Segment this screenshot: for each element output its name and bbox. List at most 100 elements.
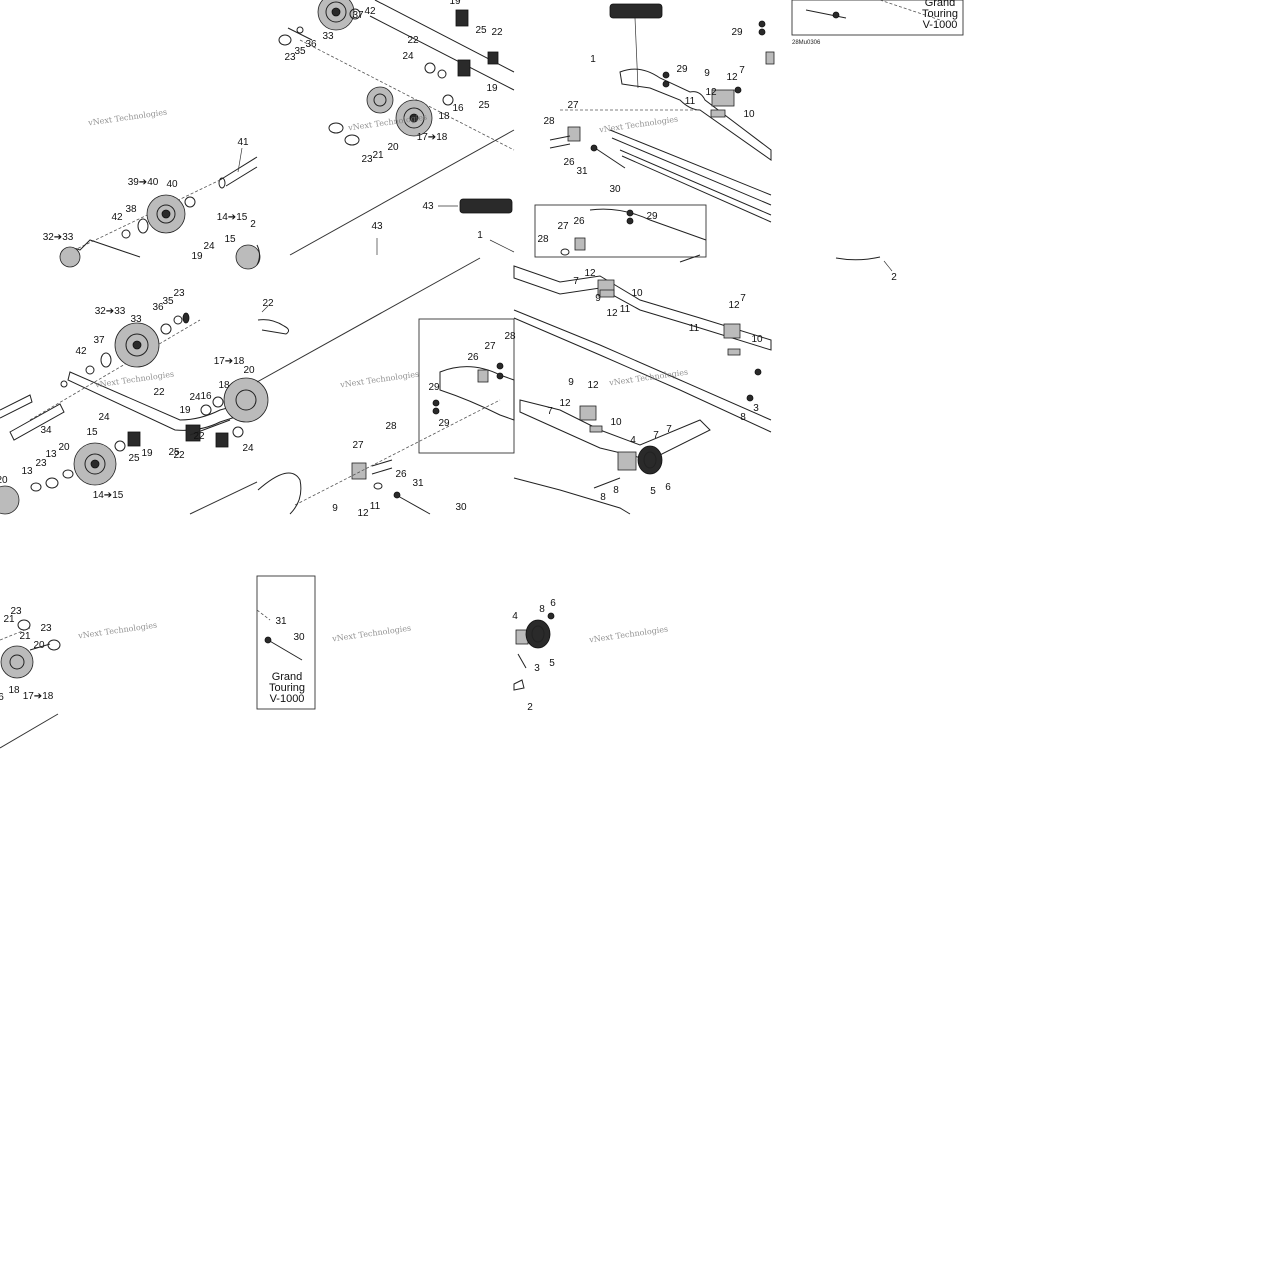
rail-bracket-part xyxy=(589,208,707,241)
idler-wheel-part xyxy=(73,442,117,486)
idler-wheel-part xyxy=(0,485,20,515)
part-number-label: 17➔18 xyxy=(214,356,245,367)
leader-line xyxy=(883,260,893,272)
tile-upper-rail xyxy=(534,3,772,263)
part-number-label: 18 xyxy=(218,380,230,391)
part-number-label: 35 xyxy=(162,296,174,307)
part-number-label: 9 xyxy=(704,68,710,79)
part-number-label: 28 xyxy=(543,116,555,127)
part-number-label: 31 xyxy=(576,166,588,177)
leader-line xyxy=(237,147,243,173)
nut-part xyxy=(832,11,840,19)
part-number-label: 23 xyxy=(284,52,296,63)
part-number-label: 20 xyxy=(58,442,70,453)
part-number-label: 14➔15 xyxy=(217,212,248,223)
snap-ring-part xyxy=(256,244,260,266)
part-number-label: 26 xyxy=(563,157,575,168)
part-number-label: 31 xyxy=(412,478,424,489)
part-number-label: 21 xyxy=(3,614,15,625)
tile-model-caption-bottom xyxy=(256,575,316,710)
part-number-label: 8 xyxy=(539,604,545,615)
part-number-label: 22 xyxy=(407,35,419,46)
part-number-label: 37 xyxy=(93,335,105,346)
assembly-axis-line xyxy=(879,0,941,21)
idler-wheel-part xyxy=(223,377,269,423)
nut-part xyxy=(432,407,440,415)
leader-line xyxy=(261,305,269,313)
idler-wheel-part xyxy=(395,99,433,137)
idler-wheel-part xyxy=(114,322,160,368)
detail-inset-frame xyxy=(791,0,964,36)
assembly-axis-line xyxy=(59,179,221,258)
part-number-label: 13 xyxy=(45,449,57,460)
part-number-label: 22 xyxy=(491,27,503,38)
bearing-part xyxy=(424,62,436,74)
part-number-label: 42 xyxy=(364,6,376,17)
part-number-label: 12 xyxy=(587,380,599,391)
assembly-axis-line xyxy=(0,627,31,641)
tile-front-idler-wheels xyxy=(0,312,269,515)
watermark-text: vNext Technologies xyxy=(588,625,669,645)
part-number-label: 26 xyxy=(395,469,407,480)
bolt-part xyxy=(591,145,626,169)
slide-rail-part xyxy=(513,265,772,351)
section-separator xyxy=(289,129,515,256)
idler-wheel-part xyxy=(317,0,355,31)
part-number-label: 16 xyxy=(452,103,464,114)
idler-wheel-part xyxy=(0,645,34,679)
nut-part xyxy=(662,71,670,79)
bearing-part xyxy=(232,426,244,438)
part-number-label: 20 xyxy=(243,365,255,376)
part-number-label: 24 xyxy=(189,392,201,403)
part-number-label: 2 xyxy=(891,272,897,283)
part-number-label: 15 xyxy=(224,234,236,245)
stopper-pad-part xyxy=(710,109,726,118)
part-number-label: 19 xyxy=(179,405,191,416)
washer-part xyxy=(296,26,304,34)
part-number-label: 33 xyxy=(322,31,334,42)
tile-idler-axle xyxy=(59,147,261,270)
bearing-part xyxy=(212,396,224,408)
part-number-label: 24 xyxy=(98,412,110,423)
tile-end-wheel-detail xyxy=(513,612,555,691)
bolt-part xyxy=(517,653,527,669)
nut-part xyxy=(758,20,766,28)
nut-part xyxy=(626,217,634,225)
stopper-pad-part xyxy=(765,51,775,65)
part-number-label: 29 xyxy=(646,211,658,222)
idler-wheel-part xyxy=(637,445,663,475)
part-number-label: 8 xyxy=(613,485,619,496)
part-number-label: 27 xyxy=(557,221,569,232)
part-number-label: 22 xyxy=(153,387,165,398)
idler-wheel-part xyxy=(366,86,394,114)
cap-part xyxy=(47,639,61,651)
axle-bracket-part xyxy=(457,59,471,77)
tile-rear-idler-wheels xyxy=(278,0,515,256)
part-number-label: 12 xyxy=(705,87,717,98)
bearing-part xyxy=(442,94,454,106)
part-number-label: 9 xyxy=(332,503,338,514)
axle-bracket-part xyxy=(127,431,141,447)
part-number-label: 19 xyxy=(141,448,153,459)
stopper-pad-part xyxy=(599,289,615,298)
stopper-bracket-part xyxy=(477,369,489,383)
part-number-label: 10 xyxy=(751,334,763,345)
part-number-label: 19 xyxy=(191,251,203,262)
bolt-part xyxy=(397,495,431,515)
end-bracket-part xyxy=(617,451,637,471)
part-number-label: 41 xyxy=(237,137,249,148)
part-number-label: 23 xyxy=(361,154,373,165)
tile-stopper-bracket xyxy=(256,257,515,515)
part-number-label: 19 xyxy=(486,83,498,94)
slide-rail-part xyxy=(519,399,711,461)
bolt-part xyxy=(549,135,571,141)
part-number-label: 16 xyxy=(200,391,212,402)
assembly-axis-line xyxy=(299,39,515,151)
stopper-bracket-part xyxy=(351,462,367,480)
model-emblem-part xyxy=(609,3,663,19)
part-number-label: 22 xyxy=(262,298,274,309)
slide-rail-part xyxy=(513,309,772,433)
snap-ring-part xyxy=(60,380,68,388)
cap-part xyxy=(328,122,344,134)
